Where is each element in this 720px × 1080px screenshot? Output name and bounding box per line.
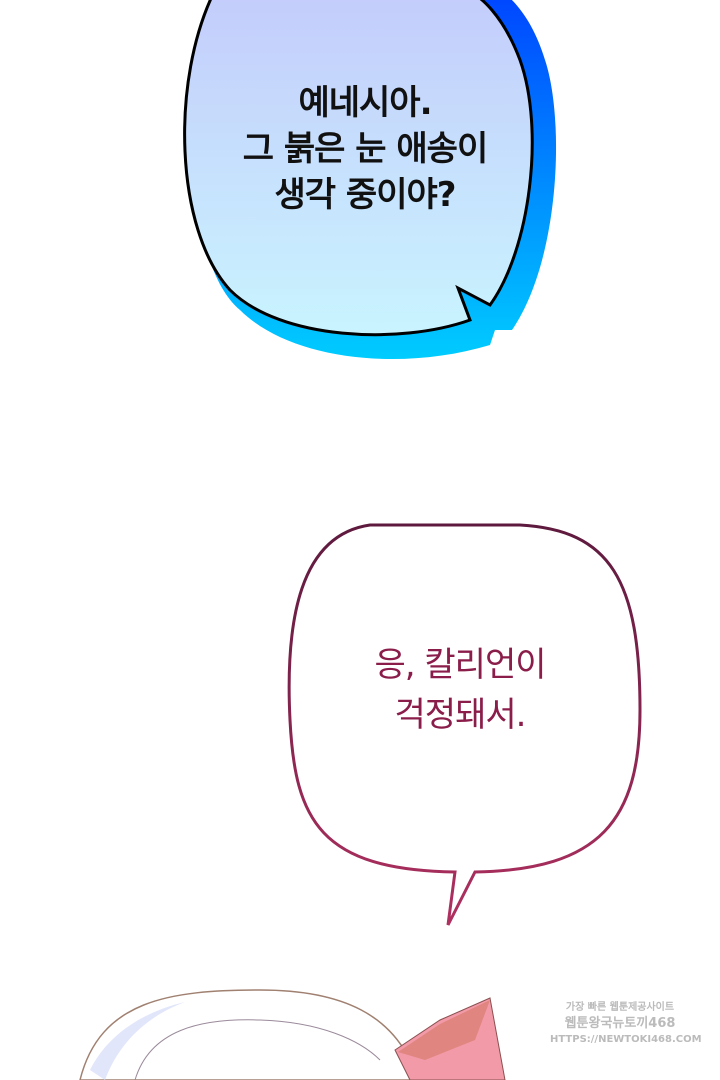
character-hair bbox=[79, 989, 416, 1080]
watermark-line3: HTTPS://NEWTOKI468.COM bbox=[550, 1034, 702, 1045]
bubble-bottom-text: 응, 칼리언이 걱정돼서. bbox=[374, 645, 546, 735]
watermark: 가장 빠른 웹툰제공사이트 웹툰왕국뉴토끼468 HTTPS://NEWTOKI… bbox=[550, 1000, 702, 1048]
watermark-line2: 웹툰왕국뉴토끼468 bbox=[564, 1016, 676, 1031]
bubble-top bbox=[183, 0, 534, 337]
bubble-bottom bbox=[287, 523, 642, 926]
watermark-line1: 가장 빠른 웹툰제공사이트 bbox=[565, 1002, 675, 1013]
bubble-top-text: 예네시아. 그 붉은 눈 애송이 생각 중이야? bbox=[242, 83, 488, 215]
